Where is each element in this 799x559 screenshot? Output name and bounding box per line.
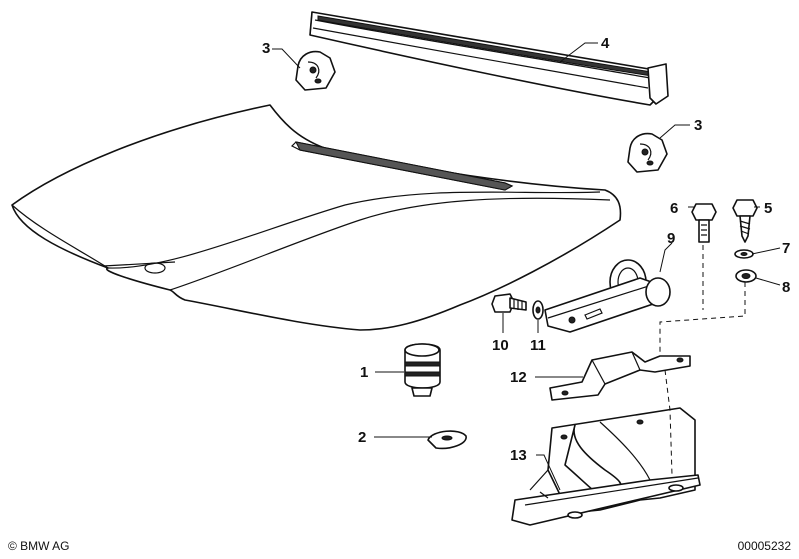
hinge-bracket xyxy=(549,351,691,401)
hex-bolt xyxy=(691,203,717,243)
callout-10: 10 xyxy=(492,337,509,354)
callout-11: 11 xyxy=(530,337,546,354)
clip-right xyxy=(627,132,668,173)
callout-4: 4 xyxy=(601,35,610,52)
washer-large xyxy=(735,269,757,283)
callout-5: 5 xyxy=(764,200,772,217)
callout-7: 7 xyxy=(782,240,790,257)
engine-hood xyxy=(11,104,622,331)
grommet xyxy=(427,430,467,450)
callout-2: 2 xyxy=(358,429,366,446)
callout-3-upper: 3 xyxy=(262,40,270,57)
document-number: 00005232 xyxy=(737,539,791,553)
washer-small xyxy=(734,249,754,259)
callout-13: 13 xyxy=(510,447,527,464)
hinge-base xyxy=(511,407,701,526)
hinge-washer xyxy=(532,300,544,320)
tapping-screw xyxy=(732,199,758,243)
hinge-arm xyxy=(544,259,671,333)
clip-upper xyxy=(295,50,336,91)
callout-8: 8 xyxy=(782,279,790,296)
callout-1: 1 xyxy=(360,364,368,381)
rubber-buffer xyxy=(404,343,441,397)
copyright-notice: © BMW AG xyxy=(8,539,70,553)
callout-12: 12 xyxy=(510,369,527,386)
callout-3-right: 3 xyxy=(694,117,702,134)
hood-seal xyxy=(309,11,669,106)
callout-6: 6 xyxy=(670,200,678,217)
callout-9: 9 xyxy=(667,230,675,247)
hinge-bolt xyxy=(491,293,527,313)
